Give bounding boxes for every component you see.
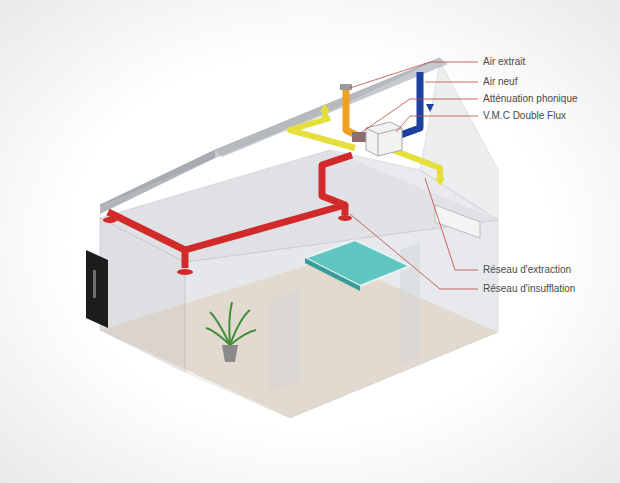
- leader-lines: [350, 62, 478, 289]
- plant-pot: [222, 345, 238, 362]
- callout-label: Air extrait: [481, 56, 527, 68]
- plant-leaves: [206, 302, 256, 345]
- door-glass: [93, 270, 96, 298]
- silencer: [352, 132, 366, 142]
- exhaust-duct: [346, 90, 362, 138]
- vmc-unit: [366, 122, 402, 156]
- partition: [400, 242, 420, 365]
- roof-edge: [100, 150, 215, 214]
- water-area: [305, 240, 410, 286]
- callout-label: V.M.C Double Flux: [481, 110, 568, 122]
- callout-label: Atténuation phonique: [481, 93, 580, 105]
- callout-label: Réseau d'extraction: [481, 264, 573, 276]
- callout-label: Air neuf: [481, 76, 519, 88]
- roof-back: [215, 58, 448, 157]
- vmc-unit-edge: [378, 134, 379, 156]
- supply-duct: [108, 155, 352, 268]
- exhaust-cap: [340, 84, 352, 90]
- supply-vents: [103, 215, 352, 275]
- callout-label: Réseau d'insufflation: [481, 283, 577, 295]
- door: [86, 250, 108, 328]
- fresh-air-arrow: [426, 104, 434, 112]
- water-area-side: [305, 258, 360, 291]
- partition: [270, 288, 300, 392]
- bathtub: [435, 205, 480, 238]
